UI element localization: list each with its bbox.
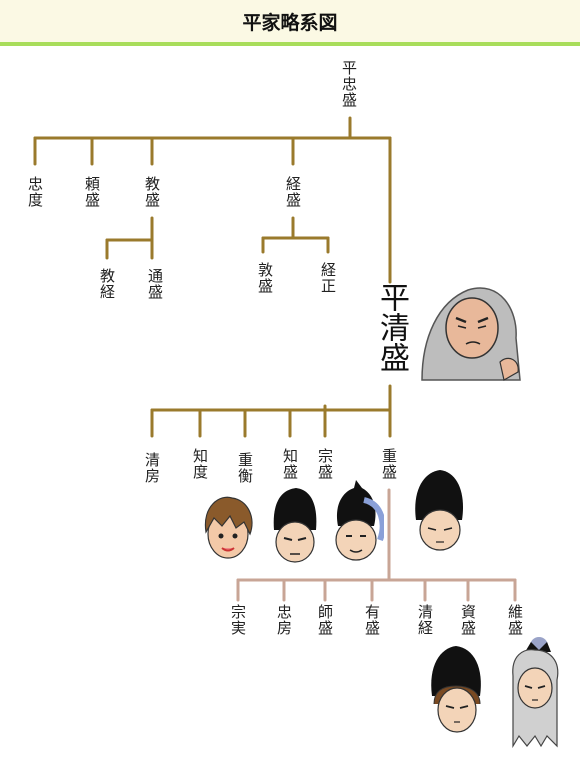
person-atsumori: 敦盛 bbox=[256, 262, 274, 294]
person-noritsune: 教経 bbox=[98, 268, 116, 300]
person-morotsune: 師盛 bbox=[316, 604, 334, 636]
person-tsunemasa: 経正 bbox=[319, 262, 337, 294]
person-tomonori: 知度 bbox=[191, 448, 209, 480]
person-yorimori: 頼盛 bbox=[83, 176, 101, 208]
person-norimori: 教盛 bbox=[143, 176, 161, 208]
person-tadamori: 平忠盛 bbox=[340, 60, 358, 108]
page-title: 平家略系図 bbox=[242, 12, 338, 34]
noble-portrait-2 bbox=[335, 480, 384, 561]
person-arimori: 有盛 bbox=[363, 604, 381, 636]
person-tadafusa: 忠房 bbox=[275, 604, 293, 636]
shigemori-portrait bbox=[415, 470, 464, 551]
noble-portrait-1 bbox=[273, 488, 317, 563]
kiyotsune-portrait bbox=[431, 646, 481, 733]
kiyomori-portrait bbox=[421, 287, 521, 381]
koremori-portrait bbox=[512, 637, 559, 749]
person-michimori: 通盛 bbox=[146, 268, 164, 300]
title-banner bbox=[0, 0, 580, 42]
young-man-portrait bbox=[204, 496, 253, 559]
person-kiyotsune: 清経 bbox=[416, 604, 434, 636]
person-kiyofusa: 清房 bbox=[143, 452, 161, 484]
person-koremori: 維盛 bbox=[506, 604, 524, 636]
person-tadanori: 忠度 bbox=[26, 176, 44, 208]
person-shigehira: 重衡 bbox=[236, 452, 254, 484]
person-munemori: 宗盛 bbox=[316, 448, 334, 480]
person-tsunemori: 経盛 bbox=[284, 176, 302, 208]
title-underline bbox=[0, 42, 580, 46]
person-shigemori: 重盛 bbox=[380, 448, 398, 480]
person-tomomori: 知盛 bbox=[281, 448, 299, 480]
person-sukemori: 資盛 bbox=[459, 604, 477, 636]
person-munezane: 宗実 bbox=[229, 604, 247, 636]
person-kiyomori: 平清盛 bbox=[374, 282, 409, 372]
